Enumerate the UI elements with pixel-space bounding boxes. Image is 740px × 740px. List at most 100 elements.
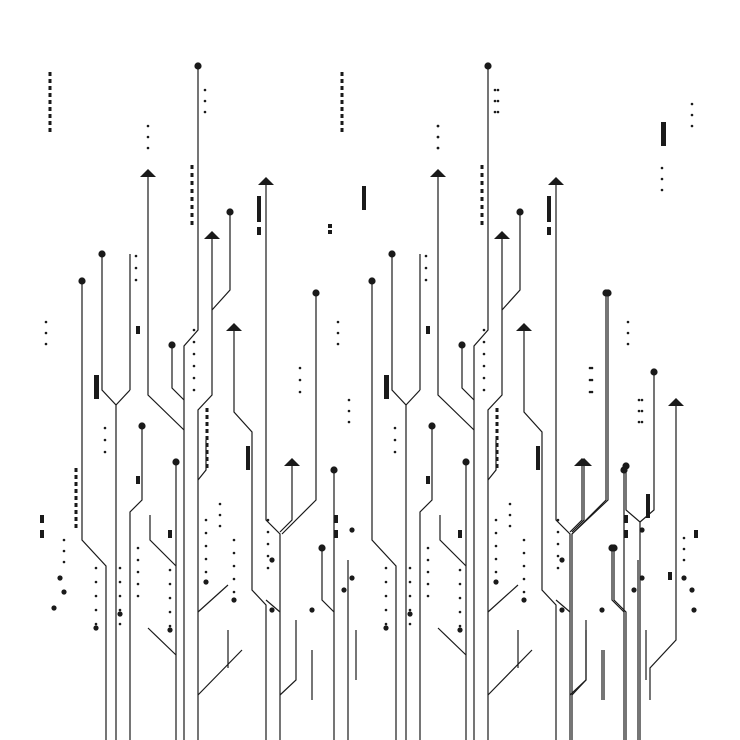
decorative-dot [482,388,486,392]
decorative-dot [309,607,315,613]
decorative-dot [556,566,560,570]
circuit-trace [625,466,641,740]
trace-terminal-dot [484,62,492,70]
decorative-dot [266,542,270,546]
decorative-bar [205,415,209,419]
trace-terminal-dot [138,422,146,430]
decorative-dot [57,575,63,581]
decorative-dot [51,605,57,611]
circuit-trace [639,372,655,523]
decorative-dot [458,624,462,628]
decorative-dot [384,622,388,626]
decorative-bar [205,450,209,454]
decorative-dot [482,364,486,368]
decorative-bar [48,79,52,83]
decorative-bar [340,79,344,83]
decorative-dot [493,110,497,114]
decorative-dot [146,146,150,150]
decorative-dot [599,607,605,613]
decorative-dot [336,320,340,324]
circuit-trace [473,66,489,740]
decorative-bar [547,227,551,235]
decorative-dot [383,625,389,631]
decorative-dot [118,566,122,570]
decorative-dot [62,538,66,542]
decorative-dot [168,568,172,572]
decorative-dot [134,278,138,282]
decorative-bar [328,230,332,234]
decorative-dot [44,342,48,346]
decorative-bar [334,530,338,538]
decorative-dot [232,538,236,542]
decorative-dot [494,544,498,548]
decorative-dot [232,577,236,581]
decorative-bar [340,93,344,97]
trace-terminal-dot [318,544,326,552]
decorative-bar [340,100,344,104]
decorative-dot [408,622,412,626]
decorative-dot [590,366,594,370]
decorative-dot [508,524,512,528]
decorative-dot [482,328,486,332]
decorative-bar [362,186,366,210]
arrow-head-icon [258,177,274,185]
decorative-dot [522,564,526,568]
circuit-trace [129,426,143,740]
decorative-dot [192,364,196,368]
decorative-bar [205,457,209,461]
decorative-dot [269,607,275,613]
decorative-dot [203,99,207,103]
circuit-trace [197,584,229,613]
decorative-dot [424,278,428,282]
decorative-dot [231,597,237,603]
trace-terminal-dot [622,462,630,470]
decorative-bar [168,530,172,538]
decorative-bar [48,93,52,97]
decorative-dot [232,590,236,594]
decorative-dot [168,596,172,600]
decorative-bar [136,476,140,484]
decorative-dot [408,594,412,598]
decorative-dot [384,566,388,570]
decorative-bar [74,475,78,479]
decorative-dot [266,518,270,522]
decorative-bar [190,221,194,225]
decorative-bar [190,205,194,209]
decorative-dot [118,580,122,584]
decorative-dot [689,587,695,593]
decorative-bar [48,121,52,125]
decorative-dot [218,502,222,506]
decorative-bar [74,496,78,500]
decorative-bar [495,429,499,433]
decorative-bar [384,375,389,399]
decorative-dot [639,575,645,581]
decorative-dot [426,546,430,550]
decorative-dot [203,88,207,92]
circuit-trace [147,627,177,656]
decorative-dot [204,570,208,574]
circuit-trace [571,293,609,740]
decorative-dot [204,518,208,522]
decorative-dot [559,557,565,563]
decorative-dot [44,331,48,335]
decorative-dot [204,544,208,548]
decorative-bar [495,450,499,454]
decorative-dot [588,366,592,370]
arrow-head-icon [668,398,684,406]
decorative-dot [204,557,208,561]
decorative-dot [134,266,138,270]
circuit-trace [265,183,281,740]
decorative-bar [334,515,338,523]
decorative-bar [340,86,344,90]
decorative-dot [424,266,428,270]
decorative-dot [266,530,270,534]
decorative-dot [103,426,107,430]
decorative-dot [660,188,664,192]
decorative-dot [232,564,236,568]
decorative-marks [40,72,698,633]
circuit-trace [321,548,335,613]
decorative-dot [94,580,98,584]
decorative-dot [103,450,107,454]
circuit-trace [197,649,243,696]
